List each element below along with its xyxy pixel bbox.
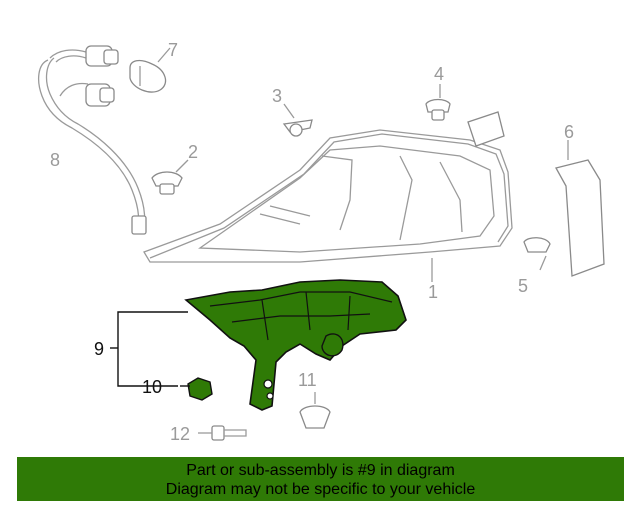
callout-3: 3 <box>272 86 282 106</box>
clip-part-11 <box>299 392 331 429</box>
callout-4: 4 <box>434 64 444 84</box>
callout-6: 6 <box>564 122 574 142</box>
bracket-part-9 <box>184 279 407 411</box>
callout-10: 10 <box>142 377 162 397</box>
callout-5: 5 <box>518 276 528 296</box>
screw-part-2 <box>151 159 189 195</box>
bolt-part-10 <box>180 377 213 401</box>
clip-part-3 <box>282 103 313 137</box>
screw-part-5 <box>523 237 551 271</box>
bolt-part-12 <box>198 425 247 441</box>
banner-line-1: Part or sub-assembly is #9 in diagram <box>186 462 455 479</box>
callout-8: 8 <box>50 150 60 170</box>
wiring-harness-part-8 <box>37 45 147 235</box>
callout-9: 9 <box>94 339 104 359</box>
diagram-notice-banner: Part or sub-assembly is #9 in diagram Di… <box>17 457 624 501</box>
headlamp-assembly-part-1 <box>143 111 513 282</box>
callout-9-leader <box>110 311 188 387</box>
bulb-part-7 <box>129 47 171 93</box>
callout-1: 1 <box>428 282 438 302</box>
callout-11: 11 <box>298 370 317 390</box>
callout-7: 7 <box>168 40 178 60</box>
callout-12: 12 <box>170 424 190 444</box>
banner-line-2: Diagram may not be specific to your vehi… <box>165 481 476 498</box>
clip-part-4 <box>425 84 451 121</box>
callout-2: 2 <box>188 142 198 162</box>
cover-part-6 <box>555 140 605 277</box>
